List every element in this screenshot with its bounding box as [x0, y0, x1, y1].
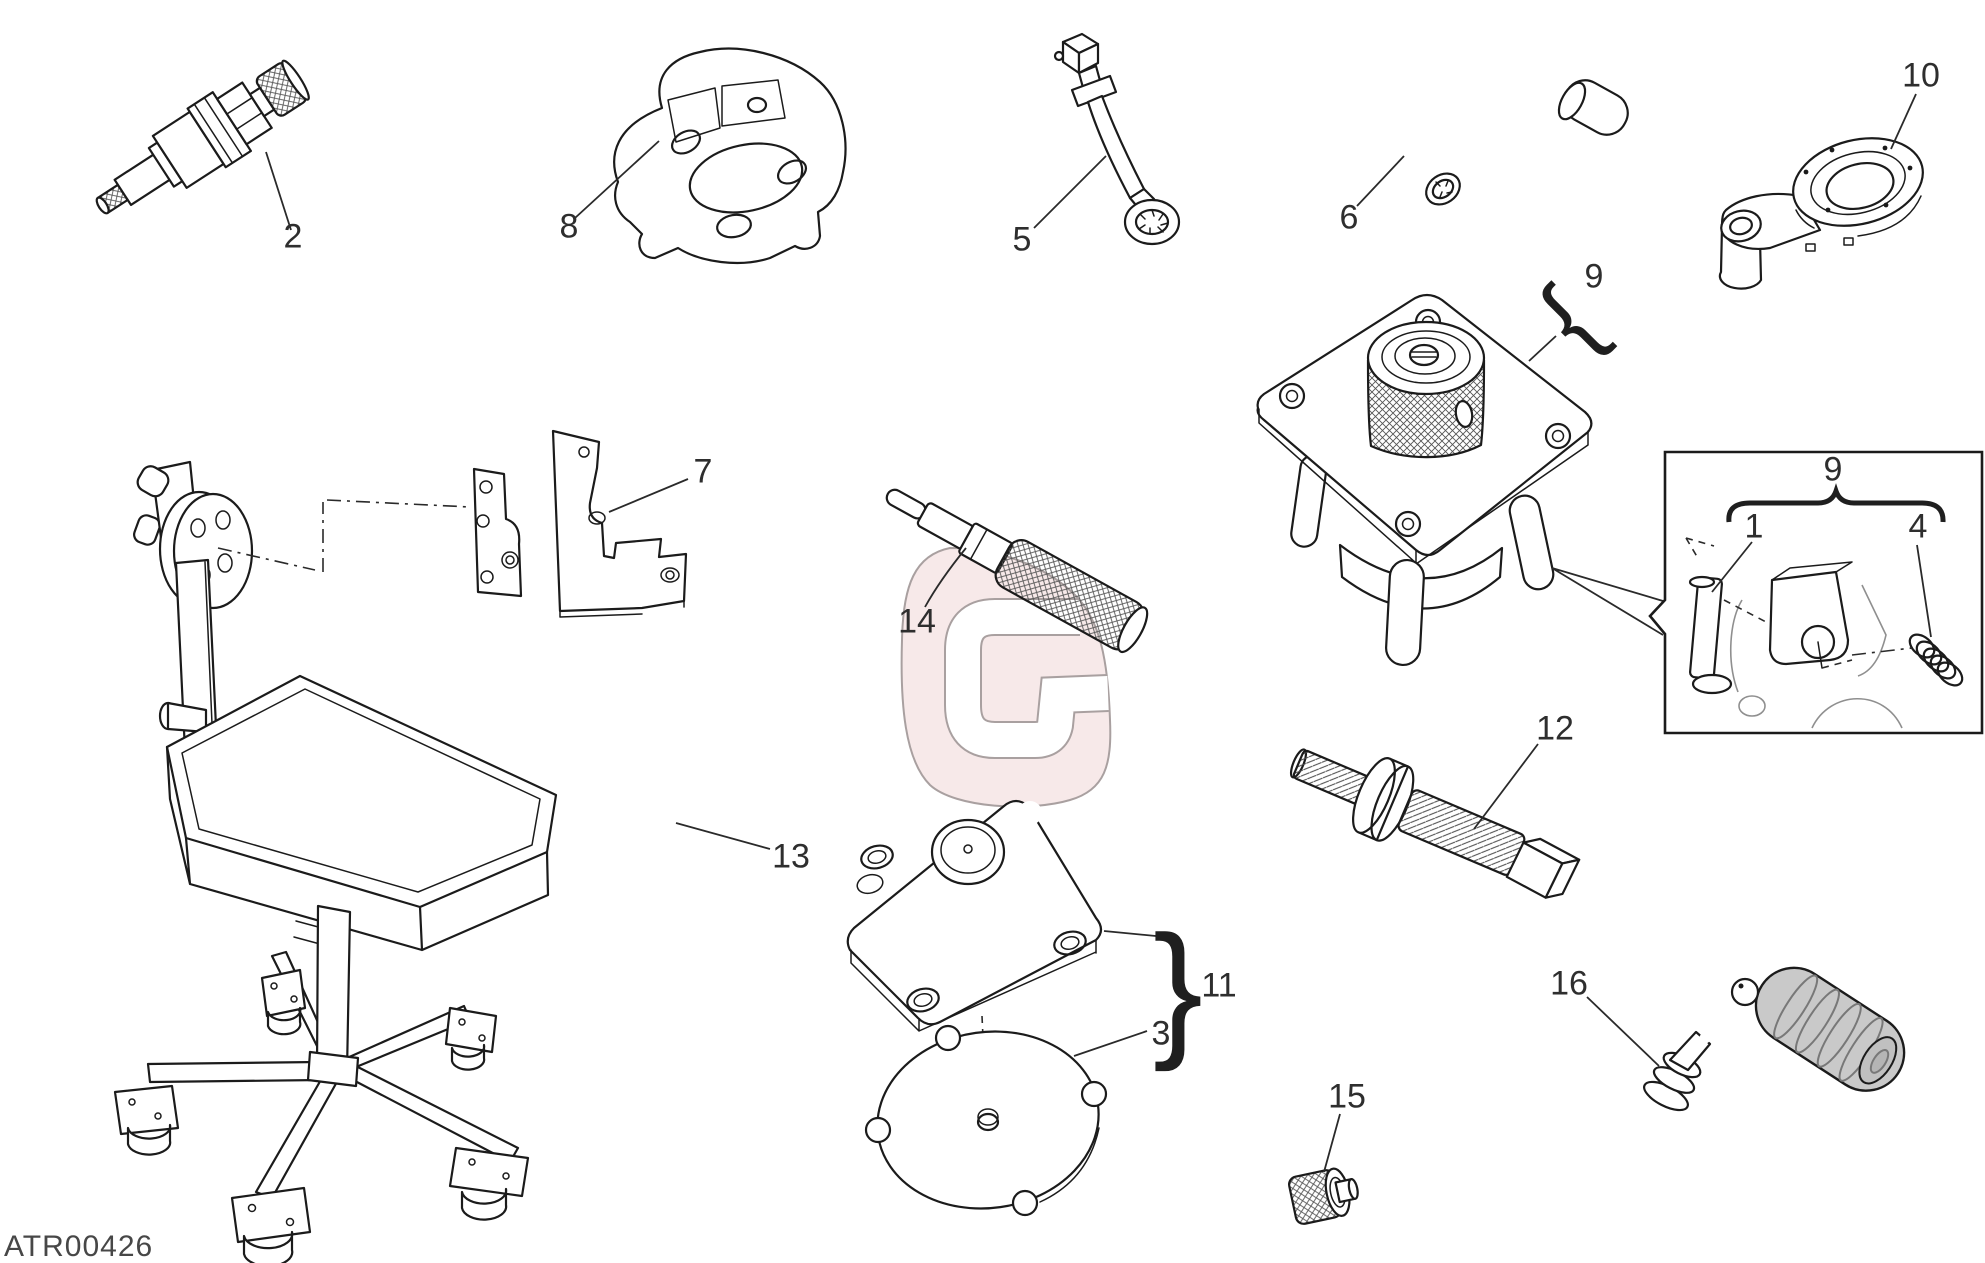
counterbored-holes [856, 844, 1087, 1013]
callout-9-inset: 9 [1823, 450, 1843, 489]
part-1-pin [1685, 537, 1767, 695]
inset-detail-box [1648, 450, 1984, 735]
part-4-spring [1908, 633, 1964, 687]
callout-8: 8 [559, 207, 579, 246]
callout-15: 15 [1328, 1077, 1366, 1116]
callout-9-main: 9 [1584, 257, 1604, 296]
callout-12: 12 [1536, 709, 1574, 748]
tool-8-clamp-cap [613, 47, 847, 264]
tool-12-threaded-stud [1289, 748, 1581, 899]
tool-10-ring-tool [1718, 137, 1924, 290]
callout-13: 13 [772, 837, 810, 876]
stand-feet [113, 968, 530, 1263]
tool-5-box-wrench [1053, 32, 1181, 246]
tool-15-knurled-bushing [1288, 1167, 1359, 1225]
part-3-disc [864, 1015, 1108, 1217]
tool-6-curved-wrench [1399, 7, 1629, 206]
brace-group-11: } [1153, 904, 1203, 1072]
tool-16-handle-tool [1574, 966, 1906, 1244]
tri-knob [885, 801, 1042, 924]
tool-7-bracket [472, 429, 688, 618]
callout-3: 3 [1151, 1014, 1171, 1053]
callout-10: 10 [1902, 56, 1940, 95]
callout-4: 4 [1908, 507, 1928, 546]
callout-7: 7 [693, 452, 713, 491]
tool-2-puller [95, 6, 408, 215]
callout-2: 2 [283, 217, 303, 256]
callout-5: 5 [1012, 220, 1032, 259]
grip-gray [1754, 966, 1906, 1092]
callout-14: 14 [898, 602, 936, 641]
callout-11: 11 [1201, 966, 1237, 1005]
tool-11-plate-knob [846, 799, 1103, 1032]
callout-1: 1 [1744, 507, 1764, 546]
tool-13-work-stand [44, 460, 558, 1263]
brace-group-9: { [1517, 267, 1620, 370]
tool-9-press-assembly [1256, 293, 1664, 667]
tool-14-punch [885, 488, 1149, 654]
drawing-code: ATR00426 [4, 1230, 154, 1263]
callout-16: 16 [1550, 964, 1588, 1003]
callout-6: 6 [1339, 198, 1359, 237]
leader-lines [265, 93, 1917, 1173]
